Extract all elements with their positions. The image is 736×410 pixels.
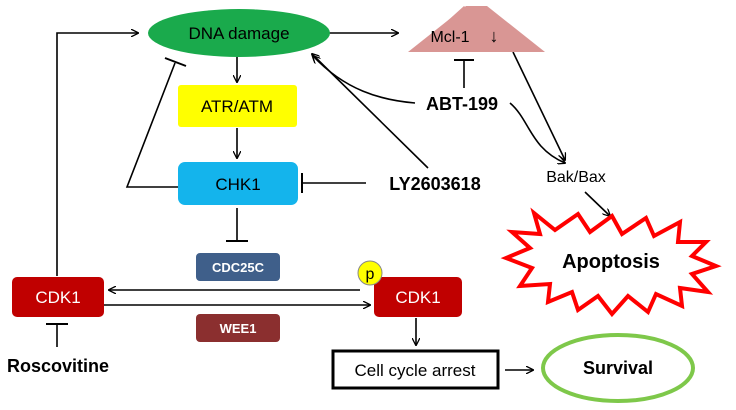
- apoptosis-starburst: [500, 207, 722, 318]
- node-atr-atm: ATR/ATM: [178, 85, 297, 127]
- node-chk1: CHK1: [178, 162, 298, 205]
- node-cdk1-left: CDK1: [12, 277, 104, 317]
- inhibit-bar-dna-damage: [164, 57, 187, 67]
- chk1-label: CHK1: [215, 175, 260, 194]
- bak-bax-label: Bak/Bax: [546, 169, 606, 186]
- survival-label: Survival: [583, 358, 653, 378]
- node-mcl1: Mcl-1 ↓: [408, 6, 545, 52]
- atr-atm-label: ATR/ATM: [201, 97, 273, 116]
- drug-ly2603618: LY2603618: [389, 174, 480, 194]
- edge-abt-to-bakbax: [509, 102, 565, 163]
- wee1-label: WEE1: [220, 321, 257, 336]
- node-wee1: WEE1: [196, 314, 280, 342]
- cdk1-left-label: CDK1: [35, 288, 80, 307]
- node-apoptosis: Apoptosis: [500, 207, 722, 318]
- mcl1-label: Mcl-1: [430, 29, 469, 46]
- node-cell-cycle-arrest: Cell cycle arrest: [331, 349, 500, 390]
- node-bak-bax: Bak/Bax: [546, 169, 606, 186]
- edge-mcl1-to-bakbax: [512, 51, 565, 160]
- node-survival: Survival: [541, 333, 695, 403]
- phospho-badge: p: [357, 260, 383, 286]
- inhibit-chk1-dna-damage: [125, 62, 178, 188]
- edge-bakbax-to-apoptosis: [584, 191, 610, 216]
- phospho-label: p: [366, 266, 375, 283]
- edge-cdk1-to-dna-damage: [56, 33, 138, 276]
- drug-abt199: ABT-199: [426, 94, 498, 114]
- mcl1-down-arrow: ↓: [490, 26, 499, 46]
- apoptosis-label: Apoptosis: [562, 251, 660, 273]
- node-dna-damage: DNA damage: [148, 9, 330, 57]
- cdc25c-label: CDC25C: [212, 260, 265, 275]
- node-cdk1-right: CDK1: [374, 277, 462, 317]
- edge-abt-to-dna-damage: [313, 56, 416, 104]
- drug-roscovitine: Roscovitine: [7, 356, 109, 376]
- node-cdc25c: CDC25C: [196, 253, 280, 281]
- cdk1-right-label: CDK1: [395, 288, 440, 307]
- dna-damage-label: DNA damage: [188, 24, 289, 43]
- cell-cycle-arrest-label: Cell cycle arrest: [355, 361, 476, 380]
